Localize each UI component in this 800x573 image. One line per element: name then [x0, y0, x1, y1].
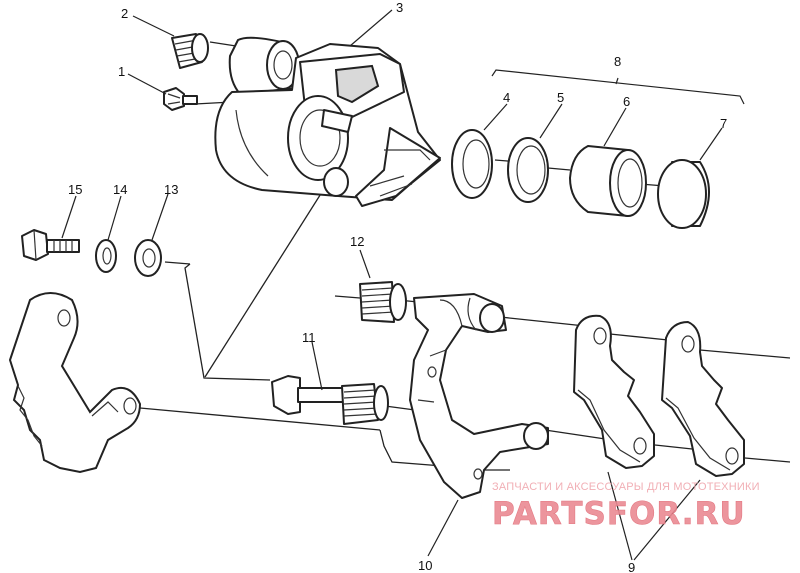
- part-5-dust-seal-ring: [507, 137, 549, 203]
- callout-12: 12: [350, 234, 364, 249]
- mounting-fork: [8, 292, 142, 474]
- callout-9: 9: [628, 560, 635, 573]
- callout-6: 6: [623, 94, 630, 109]
- callout-15: 15: [68, 182, 82, 197]
- callout-13: 13: [164, 182, 178, 197]
- part-10-caliper-bracket: [409, 293, 549, 499]
- part-9-brake-pad-a: [573, 314, 655, 469]
- part-7-piston-cap: [657, 159, 710, 229]
- callout-1: 1: [118, 64, 125, 79]
- part-2-bleeder-plug: [171, 33, 209, 69]
- part-3-caliper-body: [214, 36, 441, 207]
- callout-11: 11: [302, 330, 316, 345]
- watermark-logo: PARTSFOR.RU: [492, 496, 746, 532]
- callout-labels: 1 2 3 4 5 6 7 8 9 10 11 12 13 14 15: [68, 0, 727, 573]
- callout-7: 7: [720, 116, 727, 131]
- callout-2: 2: [121, 6, 128, 21]
- part-11-guide-pin: [271, 375, 389, 425]
- callout-10: 10: [418, 558, 432, 573]
- part-8-group-bracket: [491, 69, 745, 105]
- callout-14: 14: [113, 182, 127, 197]
- callout-8: 8: [614, 54, 621, 69]
- watermark-tagline: ЗАПЧАСТИ И АКСЕССУАРЫ ДЛЯ МОТОТЕХНИКИ: [492, 481, 760, 493]
- callout-5: 5: [557, 90, 564, 105]
- part-1-bleeder-screw: [163, 87, 198, 111]
- leader-lines: [61, 9, 723, 561]
- part-6-piston: [569, 145, 647, 217]
- part-13-flat-washer: [134, 239, 162, 277]
- part-4-seal-ring: [451, 129, 493, 199]
- callout-3: 3: [396, 0, 403, 15]
- part-9-brake-pad-b: [661, 321, 745, 477]
- callout-4: 4: [503, 90, 510, 105]
- part-15-bolt: [21, 229, 80, 261]
- watermark: ЗАПЧАСТИ И АКСЕССУАРЫ ДЛЯ МОТОТЕХНИКИ PA…: [492, 481, 760, 532]
- part-14-lock-washer: [95, 239, 117, 273]
- part-12-guide-pin-boot: [359, 281, 407, 323]
